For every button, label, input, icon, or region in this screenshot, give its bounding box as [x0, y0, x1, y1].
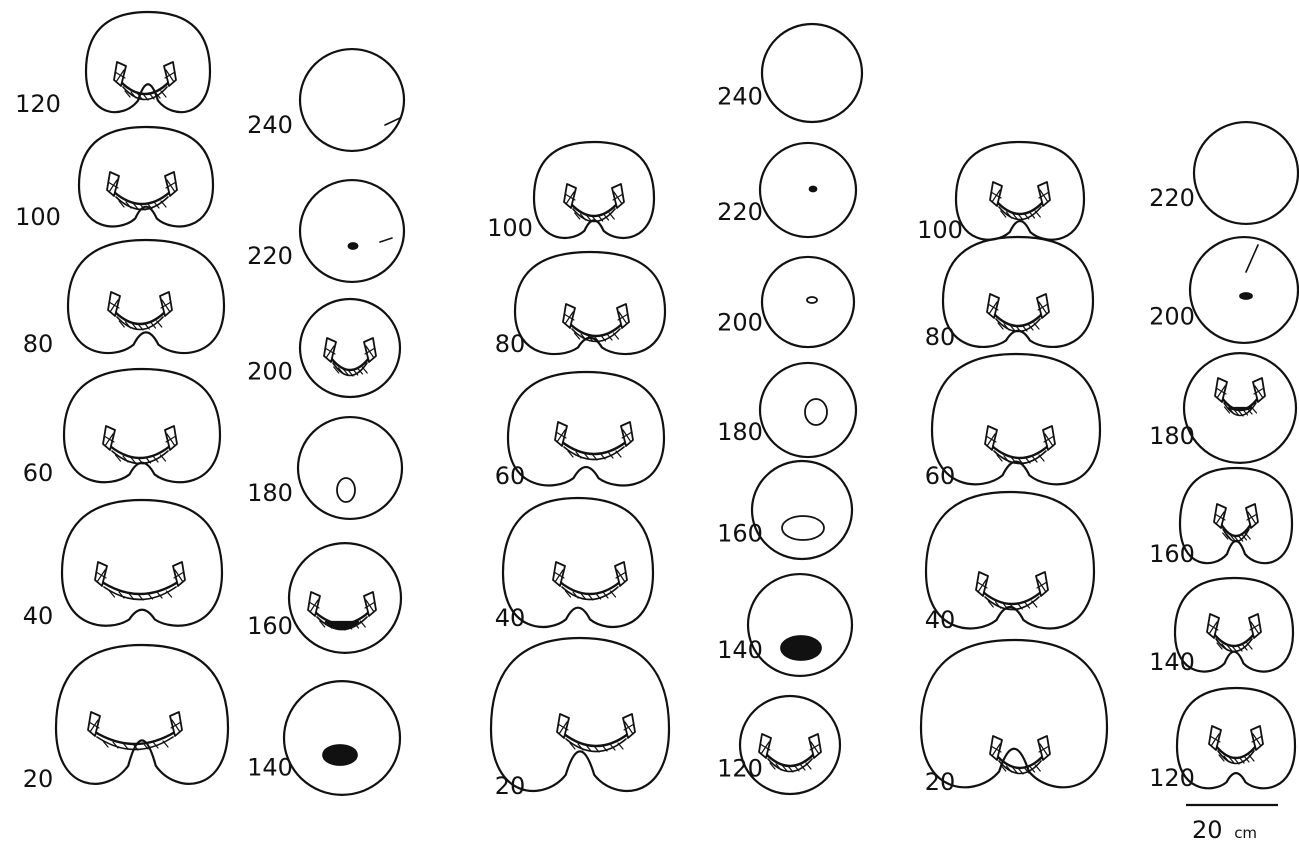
section-outline — [1182, 352, 1298, 464]
section-level-label: 220 — [247, 242, 293, 270]
section-level-label: 160 — [717, 520, 763, 548]
section-level-label: 240 — [717, 83, 763, 111]
section-level-label: 20 — [925, 768, 956, 796]
section-level-label: 160 — [247, 612, 293, 640]
section-outline — [66, 238, 226, 355]
section-outline — [1192, 120, 1299, 226]
scale-bar-value: 20 — [1192, 816, 1223, 843]
section-outline — [760, 255, 856, 349]
section-level-label: 120 — [717, 755, 763, 783]
section-outline — [501, 496, 655, 629]
section-outline — [298, 297, 402, 399]
section-level-label: 100 — [15, 203, 61, 231]
section-outline — [746, 572, 854, 678]
section-level-label: 100 — [917, 216, 963, 244]
section-level-label: 60 — [495, 462, 526, 490]
section-outline — [298, 47, 406, 153]
section-outline — [282, 680, 402, 796]
section-level-label: 40 — [23, 602, 54, 630]
section-outline — [930, 352, 1102, 486]
section-outline — [77, 125, 215, 228]
scale-bar: 20 cm — [1186, 803, 1278, 843]
section-level-label: 120 — [15, 90, 61, 118]
section-level-label: 100 — [487, 214, 533, 242]
section-outline — [532, 140, 656, 239]
section-level-label: 140 — [717, 636, 763, 664]
section-level-label: 80 — [925, 323, 956, 351]
section-outline — [924, 490, 1096, 630]
section-outline — [1178, 466, 1294, 565]
section-level-label: 40 — [925, 606, 956, 634]
section-outline — [84, 10, 212, 114]
section-outline — [287, 542, 403, 654]
section-outline — [750, 459, 854, 561]
section-level-label: 180 — [1149, 422, 1195, 450]
section-level-label: 40 — [495, 604, 526, 632]
section-level-label: 140 — [247, 754, 293, 782]
section-level-label: 180 — [717, 418, 763, 446]
section-outline — [506, 370, 666, 487]
section-outline — [954, 140, 1086, 241]
section-level-label: 120 — [1149, 764, 1195, 792]
scale-bar-label: 20 cm — [1192, 816, 1257, 843]
section-outline — [1188, 235, 1299, 345]
section-outline — [758, 361, 858, 459]
section-outline — [296, 415, 404, 521]
section-level-label: 20 — [23, 765, 54, 793]
section-outline — [738, 694, 842, 796]
section-outline — [1173, 576, 1295, 673]
section-outline — [1175, 686, 1297, 790]
section-level-label: 60 — [925, 462, 956, 490]
section-outline — [60, 498, 224, 627]
section-outline — [62, 367, 222, 484]
section-outline — [758, 141, 858, 239]
section-outline — [54, 643, 230, 785]
section-level-label: 200 — [1149, 303, 1195, 331]
section-level-label: 20 — [495, 772, 526, 800]
section-level-label: 180 — [247, 479, 293, 507]
section-level-label: 60 — [23, 459, 54, 487]
section-outline — [489, 636, 671, 793]
section-level-label: 80 — [23, 330, 54, 358]
section-level-label: 160 — [1149, 540, 1195, 568]
scale-bar-unit: cm — [1234, 824, 1257, 842]
section-level-label: 220 — [717, 198, 763, 226]
section-outline — [941, 235, 1095, 348]
section-level-label: 80 — [495, 330, 526, 358]
section-outline — [513, 250, 667, 356]
section-level-label: 240 — [247, 111, 293, 139]
section-level-label: 200 — [717, 309, 763, 337]
section-level-label: 220 — [1149, 184, 1195, 212]
section-outline — [760, 22, 864, 124]
section-level-label: 200 — [247, 358, 293, 386]
section-outline — [919, 638, 1109, 789]
section-level-label: 140 — [1149, 648, 1195, 676]
section-outline — [298, 178, 406, 284]
